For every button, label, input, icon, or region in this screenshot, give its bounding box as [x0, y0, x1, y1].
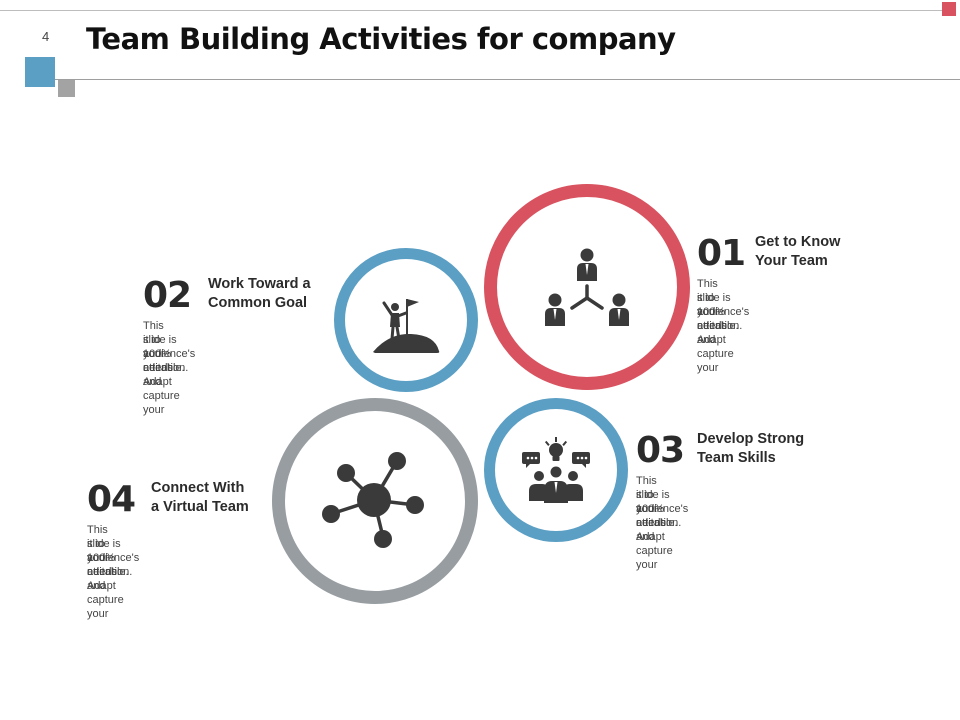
- item-02-body-line3: audience's attention.: [143, 348, 196, 374]
- item-03-heading-line1: Develop Strong: [697, 431, 805, 447]
- item-03-heading-line2: Team Skills: [697, 450, 776, 466]
- item-01-body-line2: it to your needs and capture your: [697, 292, 734, 374]
- title-accent-blue-square: [25, 57, 55, 87]
- title-rule: [25, 79, 960, 80]
- network-icon: [322, 452, 424, 548]
- item-04-heading-line1: Connect With: [151, 480, 245, 496]
- page-number: 4: [42, 29, 50, 44]
- item-04-body-line1: This slide is 100% editable. Adapt: [87, 524, 129, 592]
- item-01-body-line1: This slide is 100% editable. Adapt: [697, 278, 739, 346]
- title-accent-gray-square: [58, 80, 75, 97]
- team-hierarchy-icon: [545, 248, 629, 326]
- flag-summit-icon: [373, 299, 440, 353]
- item-02-heading-line1: Work Toward a: [208, 276, 311, 292]
- item-02-number: 02: [143, 275, 192, 316]
- slide-title: Team Building Activities for company: [86, 22, 676, 56]
- item-01-heading-line2: Your Team: [755, 253, 828, 269]
- item-04-number: 04: [87, 479, 136, 520]
- ring-01: [484, 184, 690, 390]
- ring-02: [334, 248, 478, 392]
- item-02-body-line1: This slide is 100% editable. Adapt: [143, 320, 185, 388]
- item-03-body-line1: This slide is 100% editable. Adapt: [636, 475, 678, 543]
- item-03-body-line3: audience's attention.: [636, 503, 689, 529]
- corner-accent-square: [942, 2, 956, 16]
- item-04-body-line3: audience's attention.: [87, 552, 140, 578]
- item-04-body-line2: it to your needs and capture your: [87, 538, 124, 620]
- item-01-number: 01: [697, 233, 746, 274]
- item-03-body-line2: it to your needs and capture your: [636, 489, 673, 571]
- item-01-heading-line1: Get to Know: [755, 234, 841, 250]
- ring-04: [272, 398, 478, 604]
- item-04-heading-line2: a Virtual Team: [151, 499, 249, 515]
- ring-03: [484, 398, 628, 542]
- item-01-body-line3: audience's attention.: [697, 306, 750, 332]
- top-rule: [0, 10, 942, 11]
- item-03-number: 03: [636, 430, 685, 471]
- team-idea-icon: [522, 437, 590, 503]
- item-02-body-line2: it to your needs and capture your: [143, 334, 180, 416]
- item-02-heading-line2: Common Goal: [208, 295, 308, 311]
